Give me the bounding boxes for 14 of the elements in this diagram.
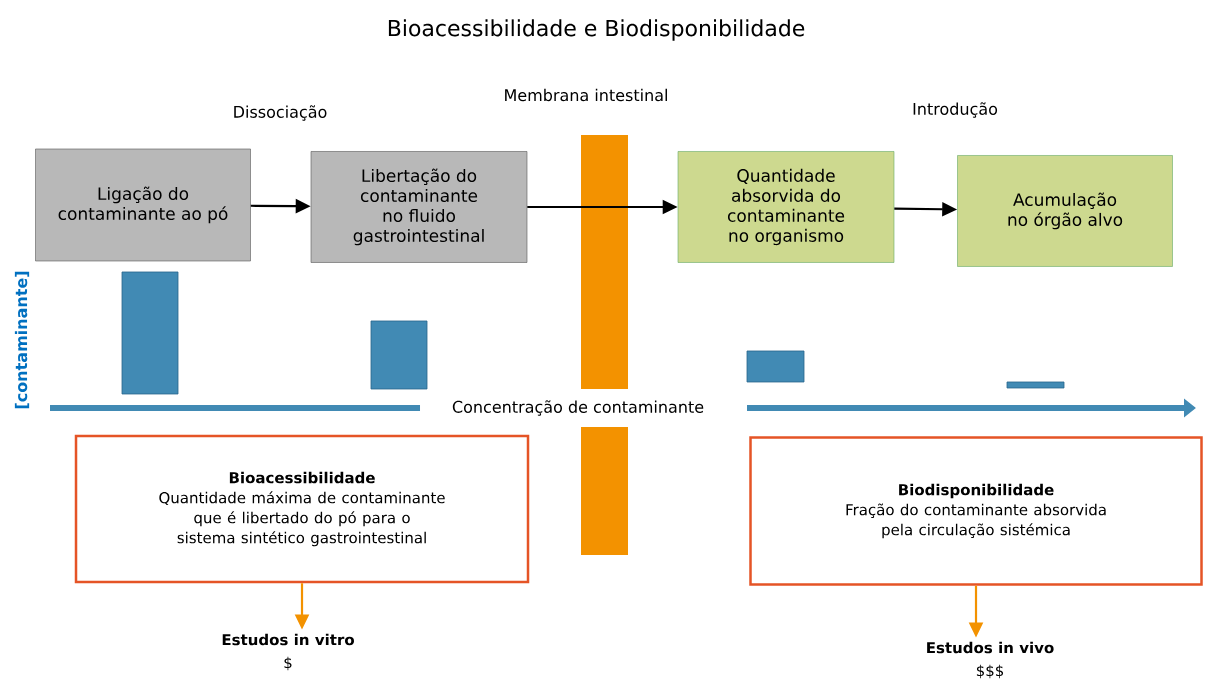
study-text: Estudos in vitro $ bbox=[222, 633, 354, 671]
section-label: Introdução bbox=[913, 102, 998, 118]
study-text: Estudos in vivo $$$ bbox=[927, 641, 1054, 679]
process-box: Quantidade absorvida do contaminante no organismo bbox=[677, 151, 895, 263]
process-box: Ligação do contaminante ao pó bbox=[35, 148, 251, 262]
definition-box: Biodisponibilidade Fração do contaminante absorvida pela circulação sistémica bbox=[749, 436, 1203, 586]
section-label: Dissociação bbox=[234, 105, 327, 121]
title: Bioacessibilidade e Biodisponibilidade bbox=[388, 19, 805, 41]
section-label: Concentração de contaminante bbox=[452, 400, 704, 416]
section-label: Membrana intestinal bbox=[505, 88, 667, 102]
process-box: Libertação do contaminante no fluido gastrointestinal bbox=[310, 151, 528, 263]
axis-label: [contaminante] bbox=[14, 271, 30, 409]
definition-box: Bioacessibilidade Quantidade máxima de contaminante que é libertado do pó para o sistema sintético gastrointestinal bbox=[74, 434, 530, 584]
process-box: Acumulação no órgão alvo bbox=[957, 155, 1173, 267]
